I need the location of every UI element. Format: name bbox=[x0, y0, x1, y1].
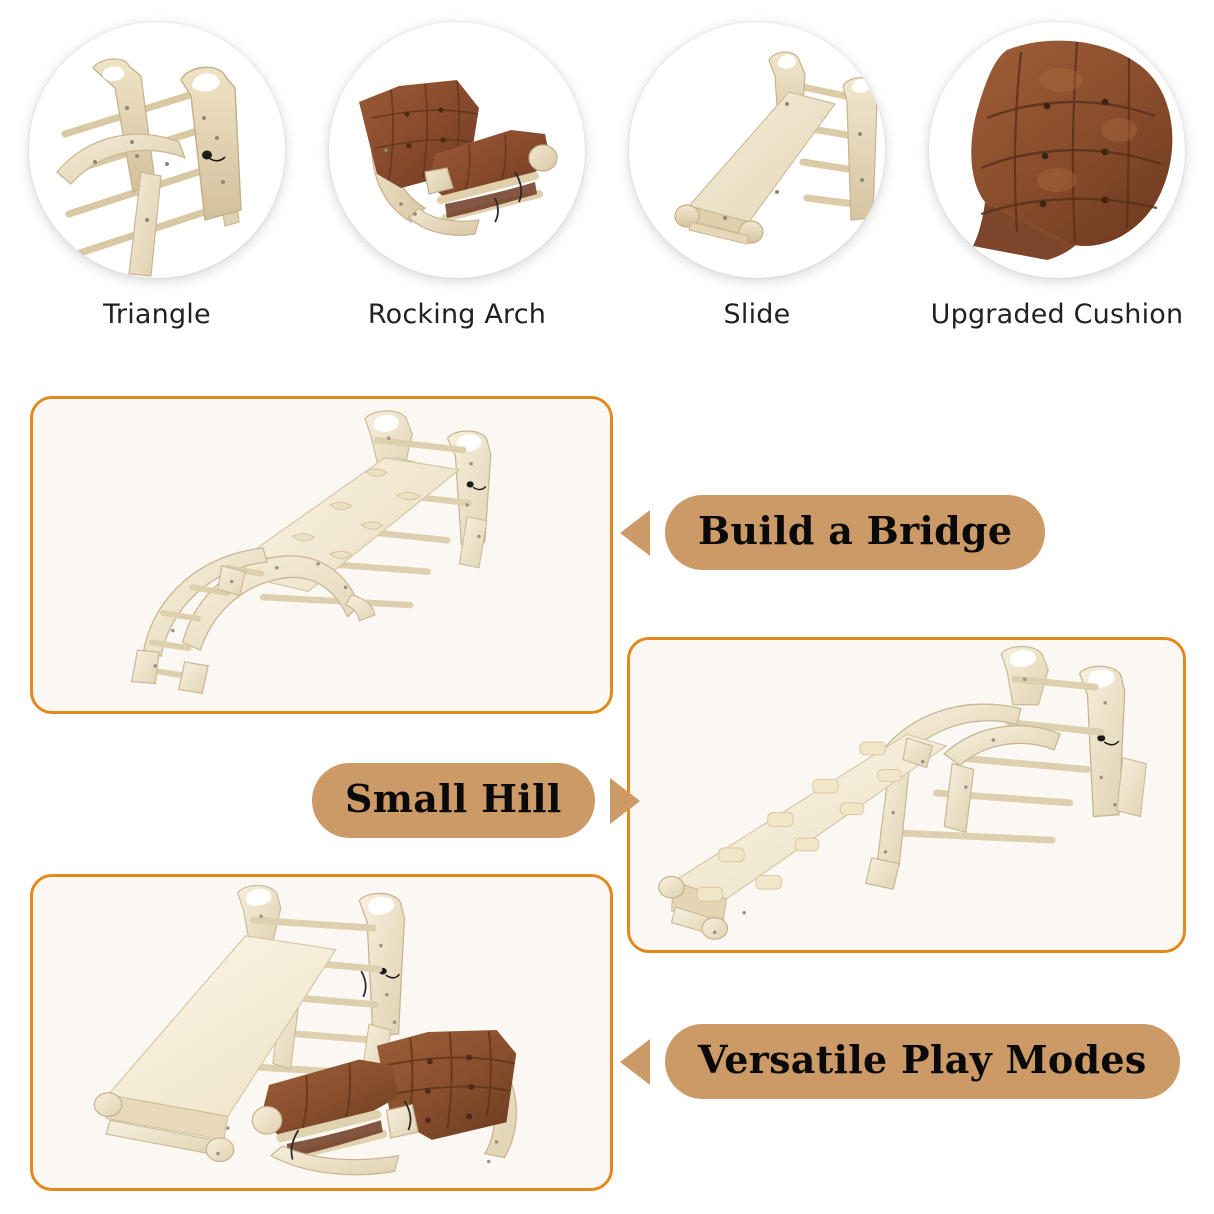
feature-item-slide[interactable]: Slide bbox=[622, 22, 892, 342]
feature-label-triangle: Triangle bbox=[103, 299, 211, 330]
arrow-right-icon bbox=[609, 777, 640, 824]
brown-tufted-cushion-icon bbox=[971, 40, 1173, 260]
callout-build-a-bridge: Build a Bridge bbox=[620, 495, 1046, 570]
feature-thumbnail-triangle bbox=[29, 22, 285, 278]
feature-label-upgraded-cushion: Upgraded Cushion bbox=[930, 299, 1184, 330]
versatile-play-modes-photo bbox=[35, 877, 608, 1188]
callout-label-versatile-play-modes: Versatile Play Modes bbox=[665, 1024, 1180, 1099]
feature-label-rocking-arch: Rocking Arch bbox=[367, 299, 547, 330]
callout-label-build-a-bridge: Build a Bridge bbox=[665, 495, 1046, 570]
feature-thumbnail-slide bbox=[629, 22, 885, 278]
feature-circle-row: Triangle bbox=[0, 22, 1214, 342]
callout-small-hill: Small Hill bbox=[312, 763, 640, 838]
feature-item-upgraded-cushion[interactable]: Upgraded Cushion bbox=[922, 22, 1192, 342]
panel-versatile-play-modes bbox=[30, 874, 613, 1191]
panel-small-hill bbox=[627, 637, 1186, 953]
arrow-left-icon bbox=[620, 1038, 650, 1085]
slide-ramp-icon bbox=[674, 51, 878, 245]
rocking-arch-cushion-icon bbox=[359, 80, 558, 236]
feature-thumbnail-upgraded-cushion bbox=[929, 22, 1185, 278]
bridge-configuration-photo bbox=[35, 399, 608, 711]
arrow-left-icon bbox=[620, 509, 650, 556]
triangle-climber-icon bbox=[56, 58, 242, 277]
feature-thumbnail-rocking-arch bbox=[329, 22, 585, 278]
panel-build-a-bridge bbox=[30, 396, 613, 714]
callout-label-small-hill: Small Hill bbox=[312, 763, 595, 838]
feature-item-rocking-arch[interactable]: Rocking Arch bbox=[322, 22, 592, 342]
feature-label-slide: Slide bbox=[723, 299, 791, 330]
feature-item-triangle[interactable]: Triangle bbox=[22, 22, 292, 342]
callout-versatile-play-modes: Versatile Play Modes bbox=[620, 1024, 1180, 1099]
small-hill-configuration-photo bbox=[632, 640, 1181, 950]
